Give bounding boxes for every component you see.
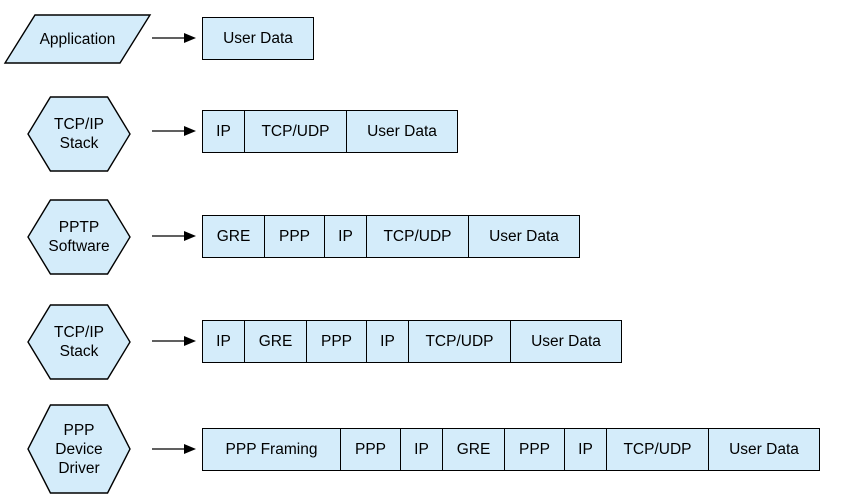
packet-field: IP xyxy=(325,216,367,257)
packet-field: PPP xyxy=(307,321,367,362)
packet-field: GRE xyxy=(245,321,307,362)
right-arrow-icon xyxy=(152,336,196,346)
packet-field: TCP/UDP xyxy=(245,111,347,152)
packet-field: User Data xyxy=(531,332,601,350)
packet-field: IP xyxy=(203,321,245,362)
packet-field: TCP/UDP xyxy=(409,321,511,362)
right-arrow-icon xyxy=(152,231,196,241)
packet-field: TCP/UDP xyxy=(607,429,709,470)
packet-field: User Data xyxy=(367,122,437,140)
packet-field: PPP Framing xyxy=(203,429,341,470)
packet-field: IP xyxy=(401,429,443,470)
packet-field: GRE xyxy=(443,429,505,470)
hexagon-icon xyxy=(27,404,131,494)
packet-field: User Data xyxy=(729,440,799,458)
packet-field: GRE xyxy=(203,216,265,257)
hexagon-icon xyxy=(27,96,131,172)
packet-field: User Data xyxy=(223,29,293,47)
packet-field: IP xyxy=(565,429,607,470)
packet-field: PPP xyxy=(341,429,401,470)
packet-field: IP xyxy=(367,321,409,362)
packet-field: IP xyxy=(203,111,245,152)
packet-strip: User Data xyxy=(202,17,314,60)
packet-field: PPP xyxy=(505,429,565,470)
right-arrow-icon xyxy=(152,444,196,454)
hexagon-icon xyxy=(27,304,131,380)
packet-field: User Data xyxy=(489,227,559,245)
right-arrow-icon xyxy=(152,33,196,43)
right-arrow-icon xyxy=(152,126,196,136)
packet-field: PPP xyxy=(265,216,325,257)
hexagon-icon xyxy=(27,199,131,275)
packet-field: TCP/UDP xyxy=(367,216,469,257)
parallelogram-icon xyxy=(3,14,152,64)
